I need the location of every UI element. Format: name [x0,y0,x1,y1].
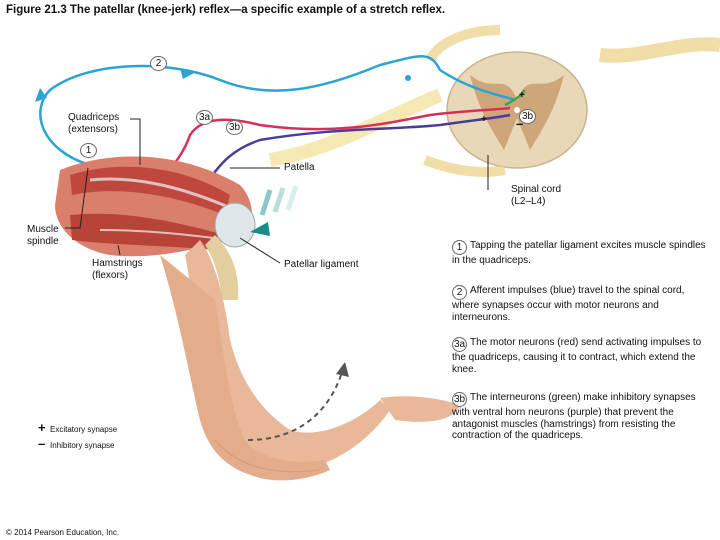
step-3a-badge: 3a [196,110,213,125]
hamstrings-label: Hamstrings (flexors) [92,258,143,281]
synapse-minus-mark: – [516,116,524,131]
thigh [55,156,252,257]
spinal-cord-section [423,25,720,177]
lower-leg [160,240,460,481]
spinal-cord-range-label: (L2–L4) [511,196,546,207]
step-text: Tapping the patellar ligament excites mu… [452,240,706,266]
patella-label: Patella [284,162,315,173]
step-number: 1 [452,240,467,255]
step-number: 3b [452,392,467,407]
muscle-spindle-label: Muscle spindle [27,224,59,247]
legend-inhibitory: –Inhibitory synapse [38,436,114,451]
step-text: Afferent impulses (blue) travel to the s… [452,285,685,323]
step-2-badge: 2 [150,56,167,71]
spinal-cord-label: Spinal cord [511,184,562,195]
synapse-plus-mark: + [481,114,487,125]
quadriceps-label: Quadriceps (extensors) [68,112,120,135]
patellar-ligament-label: Patellar ligament [284,259,359,270]
reflex-hammer [250,185,299,236]
knee [205,202,256,300]
afferent-neuron-path [39,55,516,167]
minus-icon: – [38,436,46,451]
legend-excitatory-text: Excitatory synapse [50,425,118,434]
legend-excitatory: + Excitatory synapse [38,420,117,435]
step-text: The interneurons (green) make inhibitory… [452,392,696,441]
plus-icon: + [38,420,46,435]
synapse-plus-mark: + [519,90,525,101]
step-text: The motor neurons (red) send activating … [452,337,702,375]
knee-extension-arrow [247,371,343,441]
step-number: 3a [452,337,467,352]
step-3b-badge: 3b [226,120,243,135]
step-number: 2 [452,285,467,300]
step-3b-badge: 3b [519,109,536,124]
figure-title: Figure 21.3 The patellar (knee-jerk) ref… [6,4,446,16]
legend-inhibitory-text: Inhibitory synapse [50,441,115,450]
step-1-badge: 1 [80,143,97,158]
motor-neuron-path [159,106,511,181]
interneuron-path [504,89,527,107]
copyright: © 2014 Pearson Education, Inc. [6,528,120,537]
